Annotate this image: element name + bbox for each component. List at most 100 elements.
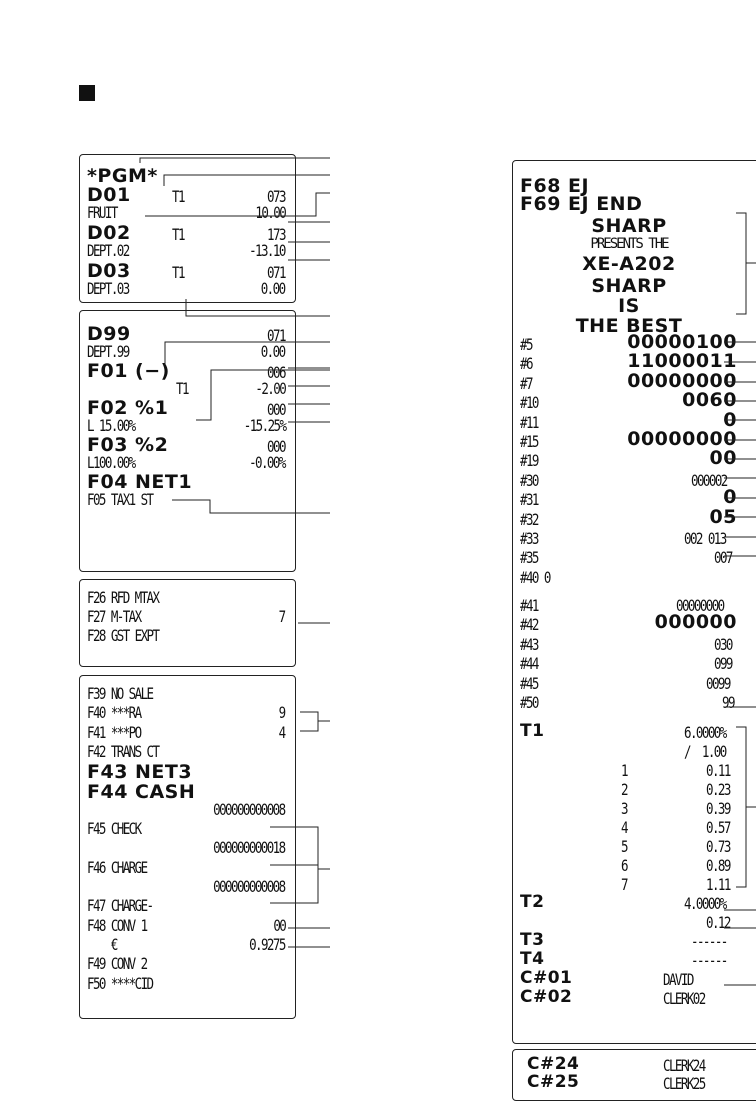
tax-table-step: 4 xyxy=(621,818,628,837)
parameter-value: 11000011 xyxy=(627,350,737,373)
clerk-name: CLERK24 xyxy=(663,1056,706,1075)
receipt-line-label: D02 xyxy=(87,222,131,244)
parameter-label: #50 xyxy=(520,693,539,712)
receipt-line-label: DEPT.03 xyxy=(87,279,130,298)
tax-table-step: 6 xyxy=(621,856,628,875)
receipt-line-value: 7 xyxy=(279,607,286,626)
receipt-line-value: 0.00 xyxy=(261,279,286,298)
receipt-line-label: F44 CASH xyxy=(87,780,196,803)
tax-clerk-label: T1 xyxy=(520,721,545,741)
receipt-line-value: 071 xyxy=(267,326,286,345)
tax-clerk-value: 0.23 xyxy=(706,780,731,799)
receipt-line-label: F45 CHECK xyxy=(87,819,142,839)
receipt-line-label: F26 RFD MTAX xyxy=(87,588,160,607)
tax-clerk-value: 0.73 xyxy=(706,837,731,856)
receipt-line-label: F47 CHARGE- xyxy=(87,896,154,916)
receipt-line-label: D99 xyxy=(87,323,131,345)
tax-clerk-value: ------ xyxy=(691,932,728,951)
parameter-value: 099 xyxy=(714,654,733,674)
receipt-line-value: 071 xyxy=(267,263,286,282)
parameter-label: #43 xyxy=(520,634,539,654)
tax-clerk-value: CLERK02 xyxy=(663,989,706,1008)
parameter-label: #45 xyxy=(520,673,539,693)
tax-clerk-value: ------ xyxy=(691,951,728,970)
parameter-label: #40 0 xyxy=(520,567,551,587)
receipt-line-label: F48 CONV 1 xyxy=(87,915,148,935)
clerk-name: CLERK25 xyxy=(663,1074,706,1093)
tax-clerk-value: 0.57 xyxy=(706,818,731,837)
receipt-line-value: 0.9275 xyxy=(249,934,286,954)
receipt-line-value: 000000000008 xyxy=(213,799,287,819)
receipt-line-value: -13.10 xyxy=(249,241,286,260)
receipt-line-flag: T1 xyxy=(172,187,185,206)
receipt-line-label: F40 ***RA xyxy=(87,703,142,723)
receipt-line-label: DEPT.02 xyxy=(87,241,130,260)
parameter-label: #6 xyxy=(520,354,533,374)
clerk-label: C#24 xyxy=(527,1054,580,1074)
receipt-line-value: -0.00% xyxy=(249,452,286,472)
parameter-label: #33 xyxy=(520,529,539,548)
parameter-label: #30 xyxy=(520,470,539,490)
receipt-line-flag: T1 xyxy=(172,263,185,282)
tax-table-step: 7 xyxy=(621,875,628,894)
receipt-line-label: FRUIT xyxy=(87,203,118,222)
parameter-value: 000002 xyxy=(691,470,728,490)
receipt-line-label: D01 xyxy=(87,184,131,206)
parameter-value: 002 013 xyxy=(683,529,727,548)
parameter-value: 00000000 xyxy=(627,369,737,392)
tax-clerk-label: C#02 xyxy=(520,987,573,1007)
parameter-value: 00000000 xyxy=(675,596,725,615)
parameter-value: 0060 xyxy=(682,389,737,412)
receipt-line-label: F49 CONV 2 xyxy=(87,954,148,974)
parameter-label: #32 xyxy=(520,509,539,529)
parameter-label: #19 xyxy=(520,451,539,471)
parameter-value: 00000100 xyxy=(627,331,737,353)
parameter-value: 0099 xyxy=(706,673,731,693)
receipt-line-label: L100.00% xyxy=(87,452,136,472)
receipt-line-label: F02 %1 xyxy=(87,397,169,419)
parameter-value: 05 xyxy=(709,505,737,528)
receipt-line-label: F28 GST EXPT xyxy=(87,626,160,645)
tax-clerk-value: 1.11 xyxy=(706,875,731,894)
logo-message-line: PRESENTS THE xyxy=(590,236,669,252)
parameter-label: #35 xyxy=(520,548,539,568)
receipt-line-value: 000000000018 xyxy=(213,838,287,858)
parameter-value: 007 xyxy=(714,548,733,568)
logo-message-line: SHARP xyxy=(591,215,667,237)
tax-clerk-value: 0.12 xyxy=(706,913,731,932)
tax-clerk-label: T3 xyxy=(520,930,545,950)
receipt-line-value: 0.00 xyxy=(261,341,286,361)
tax-clerk-label: T2 xyxy=(520,892,545,912)
receipt-line-value: -15.25% xyxy=(243,415,286,435)
receipt-line-label: DEPT.99 xyxy=(87,341,130,361)
parameter-value: 00000000 xyxy=(627,428,737,450)
tax-clerk-value: 0.39 xyxy=(706,799,731,818)
tax-clerk-label: T4 xyxy=(520,949,545,969)
section-bullet xyxy=(79,85,95,101)
receipt-line-value: 000 xyxy=(267,437,286,456)
receipt-line-label: F50 ****CID xyxy=(87,973,154,993)
receipt-line-label: € xyxy=(87,934,119,954)
parameter-label: #15 xyxy=(520,432,539,451)
receipt-line-label: F42 TRANS CT xyxy=(87,741,160,761)
tax-clerk-value: 6.0000% xyxy=(683,723,727,742)
parameter-label: #7 xyxy=(520,373,533,393)
logo-message-line: SHARP xyxy=(591,275,667,297)
receipt-line-label: F39 NO SALE xyxy=(87,684,154,703)
receipt-line-value: 000000000008 xyxy=(213,877,287,896)
parameter-label: #11 xyxy=(520,412,539,432)
tax-table-step: 5 xyxy=(621,837,628,856)
parameter-value: 000000 xyxy=(654,611,737,634)
receipt-line-value: -2.00 xyxy=(255,378,286,398)
receipt-line-label: F46 CHARGE xyxy=(87,857,148,877)
parameter-value: 030 xyxy=(714,634,733,654)
receipt-line-value: 9 xyxy=(279,703,286,723)
receipt-line-label: F01 (−) xyxy=(87,360,170,382)
receipt-line-label: F04 NET1 xyxy=(87,471,193,493)
parameter-label: #41 xyxy=(520,596,539,615)
